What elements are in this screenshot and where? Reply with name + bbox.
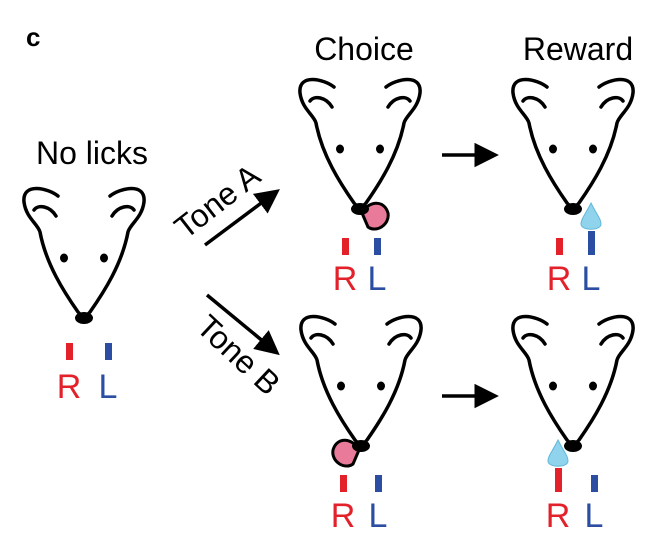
left-spout bbox=[374, 238, 381, 255]
right-spout-label: R bbox=[547, 260, 572, 298]
right-spout bbox=[66, 343, 73, 360]
nose bbox=[352, 440, 370, 452]
left-spout bbox=[591, 475, 598, 492]
right-spout-label: R bbox=[333, 260, 358, 298]
mouse-reward-a: R L bbox=[511, 77, 635, 298]
mouse-head bbox=[511, 314, 635, 452]
mouse-head bbox=[298, 77, 422, 208]
mouse-head bbox=[511, 77, 635, 215]
left-spout-label: L bbox=[368, 260, 387, 298]
right-spout bbox=[556, 238, 563, 255]
header-reward: Reward bbox=[523, 31, 633, 67]
left-spout-label: L bbox=[585, 497, 604, 535]
tone-a-arrow bbox=[203, 189, 280, 247]
mouse-head bbox=[22, 186, 146, 324]
mouse-choice-a: R L bbox=[298, 77, 422, 298]
water-drop bbox=[580, 201, 602, 230]
water-drop bbox=[547, 438, 569, 467]
tone-b-arrow bbox=[205, 293, 280, 356]
right-spout bbox=[342, 238, 349, 255]
left-spout-label: L bbox=[369, 497, 388, 535]
header-no-licks: No licks bbox=[36, 135, 148, 171]
right-spout bbox=[340, 475, 347, 492]
panel-label: c bbox=[26, 22, 40, 52]
mouse-reward-b: R L bbox=[511, 314, 635, 535]
right-spout bbox=[555, 468, 562, 492]
mouse-head bbox=[299, 314, 423, 445]
mouse-choice-b: R L bbox=[299, 314, 423, 535]
left-spout bbox=[588, 231, 595, 255]
right-spout-label: R bbox=[546, 497, 571, 535]
tone-a-label: Tone A bbox=[168, 157, 268, 246]
nose bbox=[351, 203, 369, 215]
mouse-start: R L bbox=[22, 186, 146, 406]
right-spout-label: R bbox=[331, 497, 356, 535]
left-spout bbox=[105, 343, 112, 360]
right-spout-label: R bbox=[57, 368, 82, 406]
left-spout-label: L bbox=[582, 260, 601, 298]
left-spout bbox=[375, 475, 382, 492]
left-spout-label: L bbox=[99, 368, 118, 406]
header-choice: Choice bbox=[314, 31, 414, 67]
